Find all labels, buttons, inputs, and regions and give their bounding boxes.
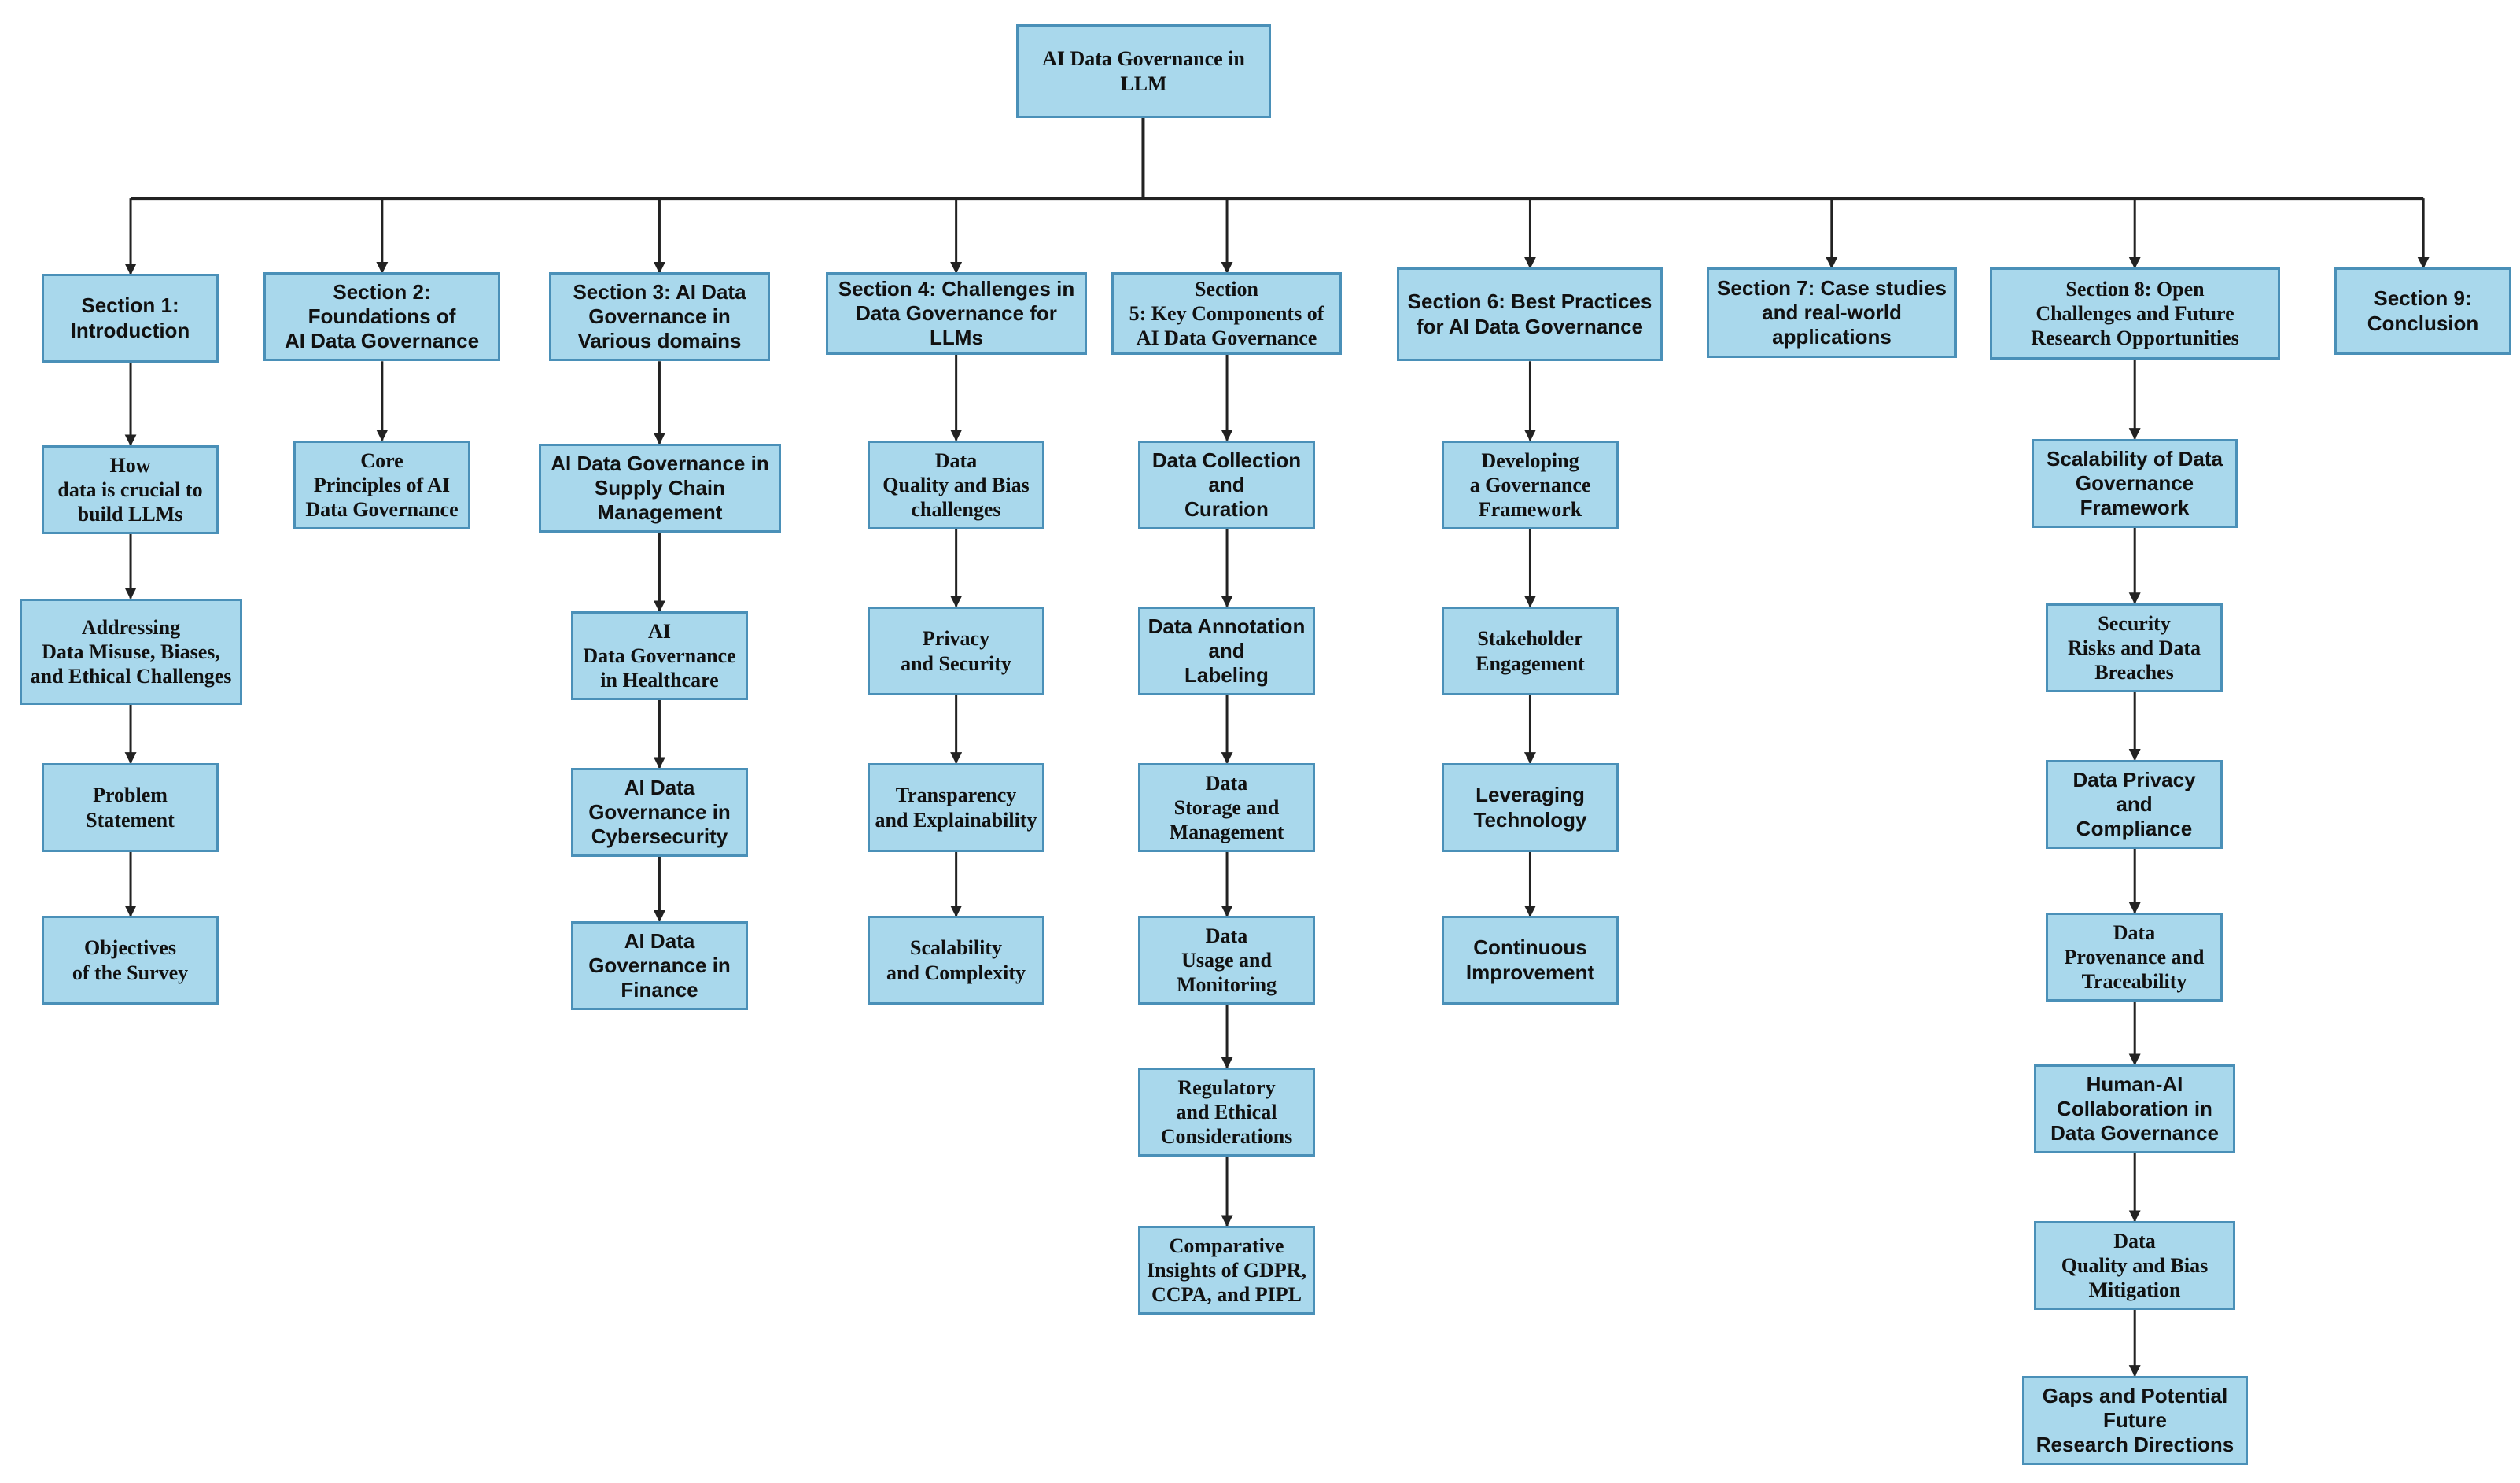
section-7-label: Section 7: Case studies and real-world a…	[1717, 275, 1947, 349]
section-5-topic-node: Data Usage and Monitoring	[1138, 916, 1315, 1005]
section-5-topic-node: Comparative Insights of GDPR, CCPA, and …	[1138, 1226, 1315, 1315]
section-1-node: Section 1: Introduction	[42, 274, 219, 363]
section-7-node: Section 7: Case studies and real-world a…	[1707, 267, 1957, 358]
section-9-node: Section 9: Conclusion	[2334, 267, 2511, 355]
section-2-node: Section 2: Foundations of AI Data Govern…	[263, 272, 500, 361]
section-6-node: Section 6: Best Practices for AI Data Go…	[1397, 267, 1663, 361]
section-8-topic-node: Human-AI Collaboration in Data Governanc…	[2034, 1064, 2235, 1153]
section-8-topic-node: Data Privacy and Compliance	[2046, 760, 2223, 849]
section-8-topic-node: Security Risks and Data Breaches	[2046, 603, 2223, 692]
section-3-topic-node: AI Data Governance in Finance	[571, 921, 748, 1010]
section-3-topic-node: AI Data Governance in Healthcare	[571, 611, 748, 700]
section-1-topic-node: Addressing Data Misuse, Biases, and Ethi…	[20, 599, 242, 705]
section-4-topic-node: Scalability and Complexity	[868, 916, 1044, 1005]
section-8-topic-node: Data Quality and Bias Mitigation	[2034, 1221, 2235, 1310]
section-5-label: Section 5: Key Components of AI Data Gov…	[1129, 277, 1324, 350]
section-1-topic-node: Objectives of the Survey	[42, 916, 219, 1005]
section-6-topic-node: Leveraging Technology	[1442, 763, 1619, 852]
section-6-label: Section 6: Best Practices for AI Data Go…	[1407, 290, 1652, 338]
section-1-label: Section 1: Introduction	[70, 293, 190, 342]
section-5-topic-node: Regulatory and Ethical Considerations	[1138, 1068, 1315, 1157]
section-5-topic-node: Data Storage and Management	[1138, 763, 1315, 852]
root-node: AI Data Governance in LLM	[1016, 24, 1271, 118]
section-1-topic-node: Problem Statement	[42, 763, 219, 852]
section-4-node: Section 4: Challenges in Data Governance…	[826, 272, 1087, 355]
section-4-topic-node: Transparency and Explainability	[868, 763, 1044, 852]
section-2-topic-node: Core Principles of AI Data Governance	[293, 441, 470, 529]
section-3-topic-node: AI Data Governance in Cybersecurity	[571, 768, 748, 857]
section-5-topic-node: Data Annotation and Labeling	[1138, 607, 1315, 695]
section-8-topic-node: Scalability of Data Governance Framework	[2032, 439, 2238, 528]
section-6-topic-node: Stakeholder Engagement	[1442, 607, 1619, 695]
section-6-topic-node: Developing a Governance Framework	[1442, 441, 1619, 529]
section-4-topic-node: Data Quality and Bias challenges	[868, 441, 1044, 529]
section-8-node: Section 8: Open Challenges and Future Re…	[1990, 267, 2280, 360]
section-4-topic-node: Privacy and Security	[868, 607, 1044, 695]
section-8-topic-node: Data Provenance and Traceability	[2046, 913, 2223, 1002]
section-3-topic-node: AI Data Governance in Supply Chain Manag…	[539, 444, 781, 533]
section-6-topic-node: Continuous Improvement	[1442, 916, 1619, 1005]
section-3-label: Section 3: AI Data Governance in Various…	[573, 279, 746, 353]
section-9-label: Section 9: Conclusion	[2367, 286, 2479, 335]
section-8-topic-node: Gaps and Potential Future Research Direc…	[2022, 1376, 2248, 1465]
root-label: AI Data Governance in LLM	[1042, 47, 1245, 95]
section-3-node: Section 3: AI Data Governance in Various…	[549, 272, 770, 361]
section-5-node: Section 5: Key Components of AI Data Gov…	[1111, 272, 1342, 355]
section-5-topic-node: Data Collection and Curation	[1138, 441, 1315, 529]
section-4-label: Section 4: Challenges in Data Governance…	[838, 276, 1075, 350]
section-2-label: Section 2: Foundations of AI Data Govern…	[284, 279, 480, 353]
section-8-label: Section 8: Open Challenges and Future Re…	[2031, 277, 2239, 350]
section-1-topic-node: How data is crucial to build LLMs	[42, 445, 219, 534]
